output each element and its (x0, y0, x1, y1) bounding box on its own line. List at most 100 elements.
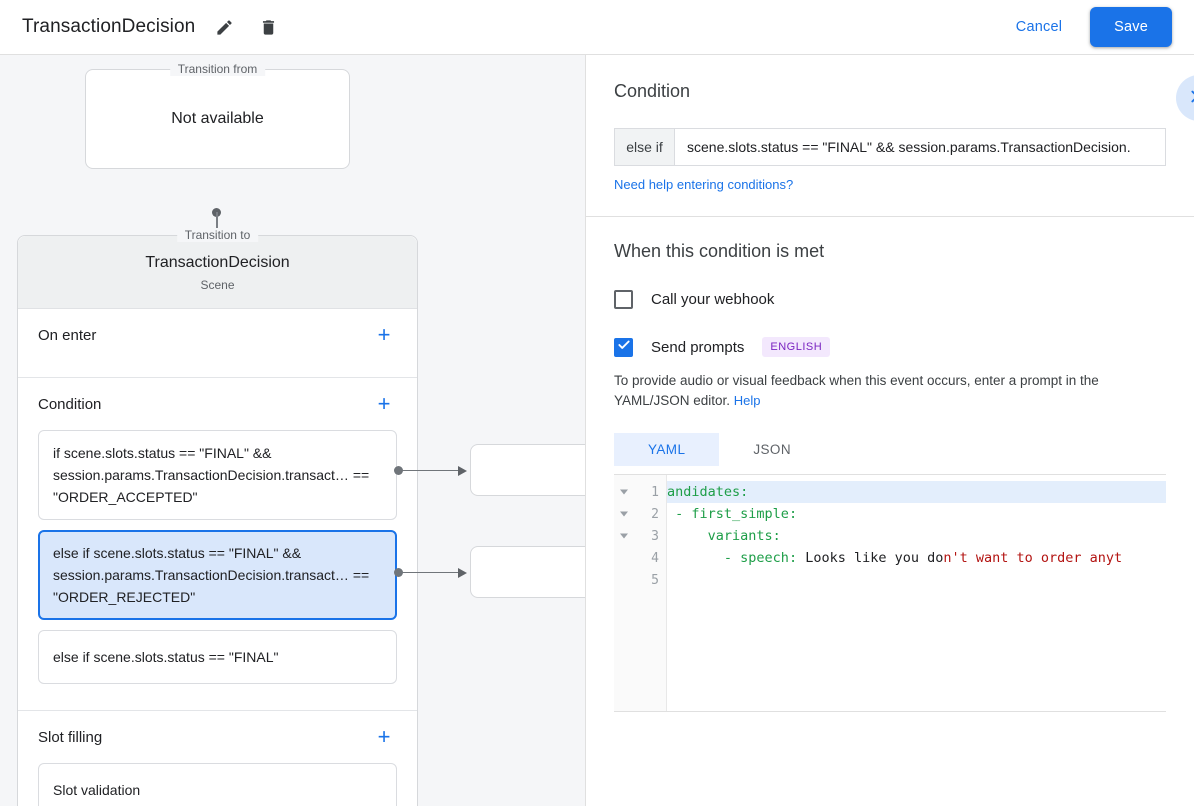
collapse-panel-button[interactable] (1176, 75, 1194, 121)
save-button[interactable]: Save (1090, 7, 1172, 47)
yaml-colon: : (788, 550, 806, 566)
condition-prefix-label: else if (614, 128, 674, 166)
send-prompts-row[interactable]: Send prompts ENGLISH (614, 337, 1166, 357)
edge-arrow-icon-2 (458, 568, 467, 578)
line-number: 4 (651, 550, 659, 566)
code-line-3[interactable]: variants: (667, 525, 1166, 547)
yaml-string: n't want to order anyt (943, 550, 1123, 566)
panel-condition-section: Condition else if Need help entering con… (586, 55, 1194, 217)
scene-graph-canvas[interactable]: Transition from Not available Transition… (0, 55, 585, 806)
edge-line-2 (398, 572, 462, 573)
top-bar-actions: Cancel Save (1000, 7, 1194, 47)
add-on-enter-button[interactable]: + (371, 322, 397, 348)
transition-to-node: Transition to TransactionDecision Scene … (17, 228, 418, 806)
condition-item-final[interactable]: else if scene.slots.status == "FINAL" (38, 630, 397, 684)
edge-arrow-icon-1 (458, 466, 467, 476)
fold-triangle-icon[interactable] (620, 489, 628, 495)
section-slot-filling: Slot filling + Slot validation (18, 711, 417, 806)
fold-triangle-icon[interactable] (620, 511, 628, 517)
condition-expression-input[interactable] (674, 128, 1166, 166)
trash-icon (259, 18, 278, 37)
prompts-hint-text: To provide audio or visual feedback when… (614, 371, 1166, 411)
section-header: Condition + (38, 378, 397, 430)
yaml-key: first_simple (691, 506, 789, 522)
editor-code-area[interactable]: andidates: - first_simple: variants: - s… (667, 475, 1166, 711)
yaml-key: andidates (667, 484, 741, 500)
yaml-colon: : (772, 528, 781, 544)
yaml-prefix: - (667, 550, 741, 566)
chevron-right-icon (1186, 88, 1194, 108)
yaml-editor[interactable]: 1 2 3 4 5 andidates: - first_simple: var… (614, 474, 1166, 712)
panel-when-met-section: When this condition is met Call your web… (586, 217, 1194, 712)
transition-from-node[interactable]: Transition from Not available (85, 62, 350, 169)
scene-type: Scene (200, 278, 235, 292)
gutter-line[interactable]: 1 (614, 481, 666, 503)
delete-button[interactable] (253, 12, 283, 42)
line-number: 1 (651, 484, 659, 500)
top-bar: TransactionDecision Cancel Save (0, 0, 1194, 55)
target-node-1[interactable] (470, 444, 585, 496)
section-header: Slot filling + (38, 711, 397, 763)
condition-help-link[interactable]: Need help entering conditions? (614, 177, 794, 192)
language-badge: ENGLISH (762, 337, 831, 357)
tab-json[interactable]: JSON (719, 433, 825, 466)
target-node-2[interactable] (470, 546, 585, 598)
section-title-slot-filling: Slot filling (38, 728, 103, 746)
send-prompts-label: Send prompts (651, 338, 745, 356)
gutter-line[interactable]: 4 (614, 547, 666, 569)
panel-title: Condition (614, 81, 691, 101)
section-condition: Condition + if scene.slots.status == "FI… (18, 378, 417, 711)
condition-detail-panel: Condition else if Need help entering con… (585, 55, 1194, 806)
yaml-prefix: - (667, 506, 692, 522)
condition-item-accepted[interactable]: if scene.slots.status == "FINAL" && sess… (38, 430, 397, 520)
call-webhook-label: Call your webhook (651, 291, 775, 308)
line-number: 3 (651, 528, 659, 544)
page-title: TransactionDecision (22, 16, 196, 37)
code-line-4[interactable]: - speech: Looks like you don't want to o… (667, 547, 1166, 569)
edge-line-1 (398, 470, 462, 471)
scene-header[interactable]: TransactionDecision Scene (18, 236, 417, 309)
transition-from-legend: Transition from (169, 62, 266, 76)
pencil-icon (215, 18, 234, 37)
condition-input-row: else if (614, 128, 1166, 166)
add-condition-button[interactable]: + (371, 391, 397, 417)
call-webhook-checkbox[interactable] (614, 290, 633, 309)
transition-to-legend: Transition to (176, 228, 259, 242)
when-condition-met-title: When this condition is met (614, 241, 825, 261)
section-on-enter: On enter + (18, 309, 417, 378)
line-number: 5 (651, 572, 659, 588)
webhook-row[interactable]: Call your webhook (614, 290, 1166, 309)
code-line-5[interactable] (667, 569, 1166, 591)
prompts-hint-body: To provide audio or visual feedback when… (614, 373, 1099, 408)
code-line-1[interactable]: andidates: (667, 481, 1166, 503)
transition-from-value: Not available (171, 110, 264, 127)
condition-item-rejected[interactable]: else if scene.slots.status == "FINAL" &&… (38, 530, 397, 620)
line-number: 2 (651, 506, 659, 522)
send-prompts-checkbox[interactable] (614, 337, 633, 357)
tab-yaml[interactable]: YAML (614, 433, 720, 466)
yaml-colon: : (788, 506, 798, 522)
gutter-line[interactable]: 2 (614, 503, 666, 525)
section-title-condition: Condition (38, 395, 102, 413)
gutter-line[interactable]: 3 (614, 525, 666, 547)
prompts-help-link[interactable]: Help (733, 393, 761, 408)
checkmark-icon (617, 338, 631, 357)
yaml-key: variants (707, 528, 773, 544)
code-line-2[interactable]: - first_simple: (667, 503, 1166, 525)
edit-button[interactable] (209, 12, 239, 42)
scene-name: TransactionDecision (145, 254, 290, 271)
section-title-on-enter: On enter (38, 326, 97, 344)
slot-validation-item[interactable]: Slot validation (38, 763, 397, 806)
editor-format-tabs: YAML JSON (614, 433, 1166, 466)
section-header: On enter + (38, 309, 397, 361)
add-slot-filling-button[interactable]: + (371, 724, 397, 750)
gutter-line[interactable]: 5 (614, 569, 666, 591)
condition-help-wrap: Need help entering conditions? (614, 176, 1166, 194)
yaml-colon: : (740, 484, 749, 500)
cancel-button[interactable]: Cancel (1000, 9, 1078, 45)
yaml-prefix (667, 528, 708, 544)
fold-triangle-icon[interactable] (620, 533, 628, 539)
yaml-key: speech (740, 550, 789, 566)
yaml-value: Looks like you do (805, 550, 944, 566)
